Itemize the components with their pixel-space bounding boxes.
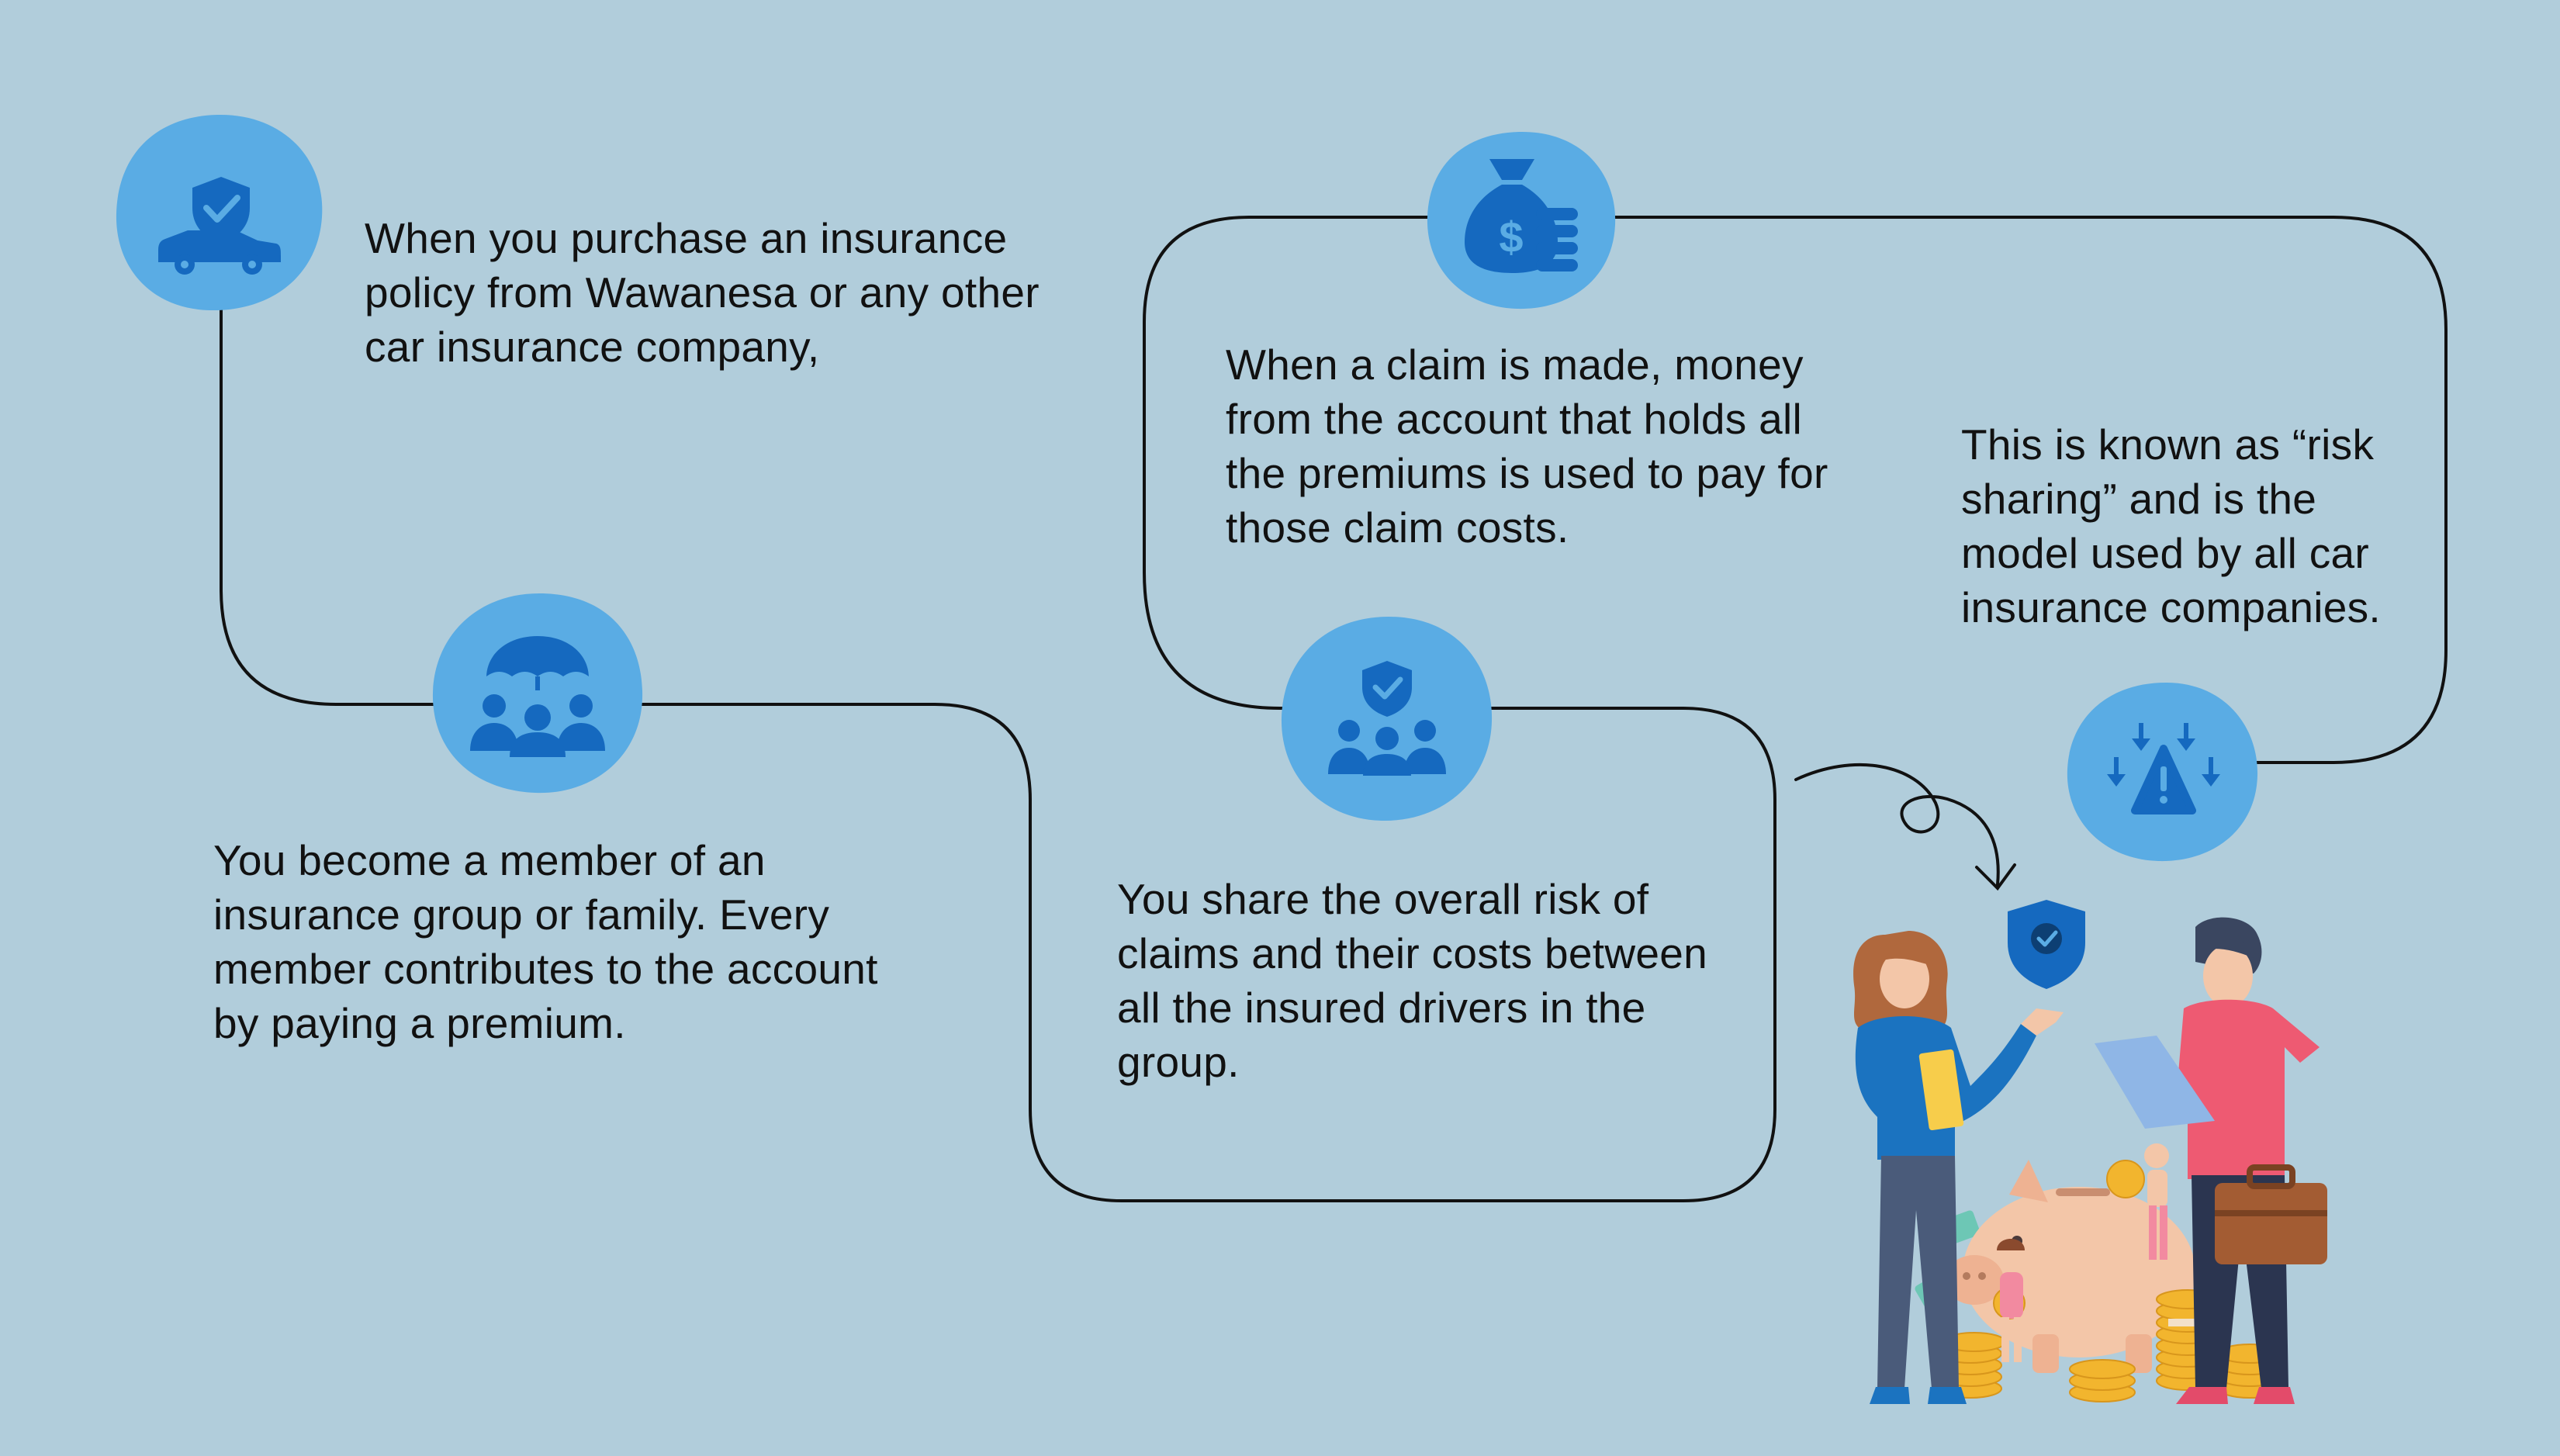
- step-2-text: You become a member of an insurance grou…: [213, 836, 878, 1047]
- step-4-bubble: $: [1427, 131, 1616, 310]
- umbrella-group-icon: [470, 636, 605, 757]
- step-4-text: When a claim is made, money from the acc…: [1226, 341, 1828, 552]
- step-5-text: This is known as “risk sharing” and is t…: [1961, 420, 2382, 631]
- car-shield-icon: [158, 177, 281, 275]
- step-3-text: You share the overall risk of claims and…: [1117, 875, 1708, 1086]
- step-1-text: When you purchase an insurance policy fr…: [365, 214, 1040, 371]
- woman-figure: [1853, 931, 2064, 1404]
- svg-text:$: $: [1499, 213, 1523, 261]
- man-figure: [2095, 917, 2327, 1404]
- flow-connector: [220, 216, 2448, 1202]
- money-bag-icon: $: [1465, 159, 1578, 273]
- step-5-bubble: [2067, 683, 2258, 862]
- step-3-bubble: [1281, 617, 1493, 821]
- shield-group-icon: [1328, 661, 1446, 776]
- curly-arrow: [1794, 763, 2016, 891]
- risk-warning-icon: [2107, 723, 2220, 814]
- step-2-bubble: [432, 593, 643, 794]
- floating-shield-icon: [2008, 900, 2085, 989]
- piggy-bank-savings-illustration: [1853, 900, 2327, 1404]
- step-1-bubble: [116, 114, 323, 311]
